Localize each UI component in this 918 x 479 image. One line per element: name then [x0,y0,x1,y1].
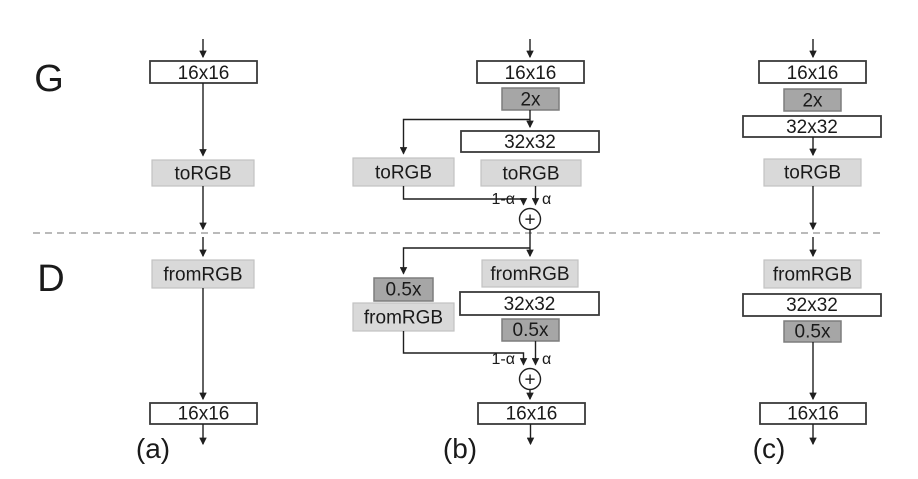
discriminator-label: D [37,258,64,300]
one-minus-alpha-label: 1-α [492,351,515,368]
block-box [151,259,255,289]
panel-b-label: (b) [443,433,477,464]
block-label: 16x16 [787,63,839,84]
block-box [480,159,582,187]
block-label: 16x16 [787,404,839,425]
panel-b: 16x16 2x 32x32 toRGB toRGB 1-α α + [352,39,600,464]
skip-branch-arrow [399,118,530,155]
block-label: 0.5x [513,320,549,341]
g-b-block-16x16: 16x16 [476,60,585,84]
g-b-torgb-right: toRGB [480,159,582,187]
block-label: 2x [802,91,823,112]
g-b-upsample-2x: 2x [501,87,560,111]
g-c-block-32x32: 32x32 [742,115,882,138]
block-label: toRGB [784,163,841,184]
alpha-label: α [542,351,551,368]
block-label: 0.5x [795,322,831,343]
d-b-block-16x16: 16x16 [477,402,586,425]
block-label: 32x32 [786,295,838,316]
block-label: 0.5x [386,280,422,301]
g-b-sum-node: + [518,207,542,231]
block-box [460,130,600,153]
plus-icon: + [524,370,535,391]
block-box [501,318,560,342]
d-b-fromrgb-left: fromRGB [352,302,455,332]
one-minus-alpha-label: 1-α [492,191,515,208]
d-c-block-32x32: 32x32 [742,293,882,317]
d-b-block-32x32: 32x32 [459,291,600,316]
d-b-sum-node: + [518,367,542,391]
block-label: 32x32 [504,294,556,315]
g-b-block-32x32: 32x32 [460,130,600,153]
g-a-torgb: toRGB [151,159,255,187]
panel-c: 16x16 2x 32x32 toRGB fromRGB 32x32 0.5x [742,39,882,464]
block-box [477,402,586,425]
g-c-block-16x16: 16x16 [758,60,867,84]
d-b-downsample-right: 0.5x [501,318,560,342]
block-box [763,259,862,289]
block-label: toRGB [174,164,231,185]
g-a-block-16x16: 16x16 [149,60,258,84]
g-c-torgb: toRGB [763,158,862,187]
panel-a: 16x16 toRGB fromRGB 16x16 (a) [136,39,258,464]
block-box [373,277,434,302]
d-c-block-16x16: 16x16 [759,402,867,425]
block-label: 16x16 [178,404,230,425]
skip-branch-arrow [399,247,530,275]
plus-icon: + [524,210,535,231]
block-box [758,60,867,84]
d-c-fromrgb: fromRGB [763,259,862,289]
g-c-upsample-2x: 2x [783,88,842,112]
generator-label: G [34,58,64,100]
d-a-fromrgb: fromRGB [151,259,255,289]
block-label: 16x16 [505,63,557,84]
block-box [783,88,842,112]
blend-left-arrow [402,331,528,366]
d-b-downsample-left: 0.5x [373,277,434,302]
block-box [352,157,455,187]
block-box [476,60,585,84]
block-label: toRGB [375,163,432,184]
block-label: 32x32 [786,117,838,138]
d-a-block-16x16: 16x16 [149,402,258,425]
block-label: 16x16 [506,404,558,425]
panel-a-label: (a) [136,433,170,464]
block-label: fromRGB [364,308,443,329]
alpha-label: α [542,191,551,208]
block-label: 2x [520,90,541,111]
panel-c-label: (c) [753,433,786,464]
block-box [459,291,600,316]
block-label: fromRGB [163,265,242,286]
block-box [481,259,579,288]
d-b-fromrgb-right: fromRGB [481,259,579,288]
blend-left-arrow [402,186,528,206]
block-label: 16x16 [178,63,230,84]
block-box [742,115,882,138]
g-b-torgb-left: toRGB [352,157,455,187]
block-box [742,293,882,317]
block-label: fromRGB [773,265,852,286]
block-label: 32x32 [504,132,556,153]
block-label: toRGB [502,164,559,185]
block-label: fromRGB [490,264,569,285]
d-c-downsample: 0.5x [783,320,842,343]
